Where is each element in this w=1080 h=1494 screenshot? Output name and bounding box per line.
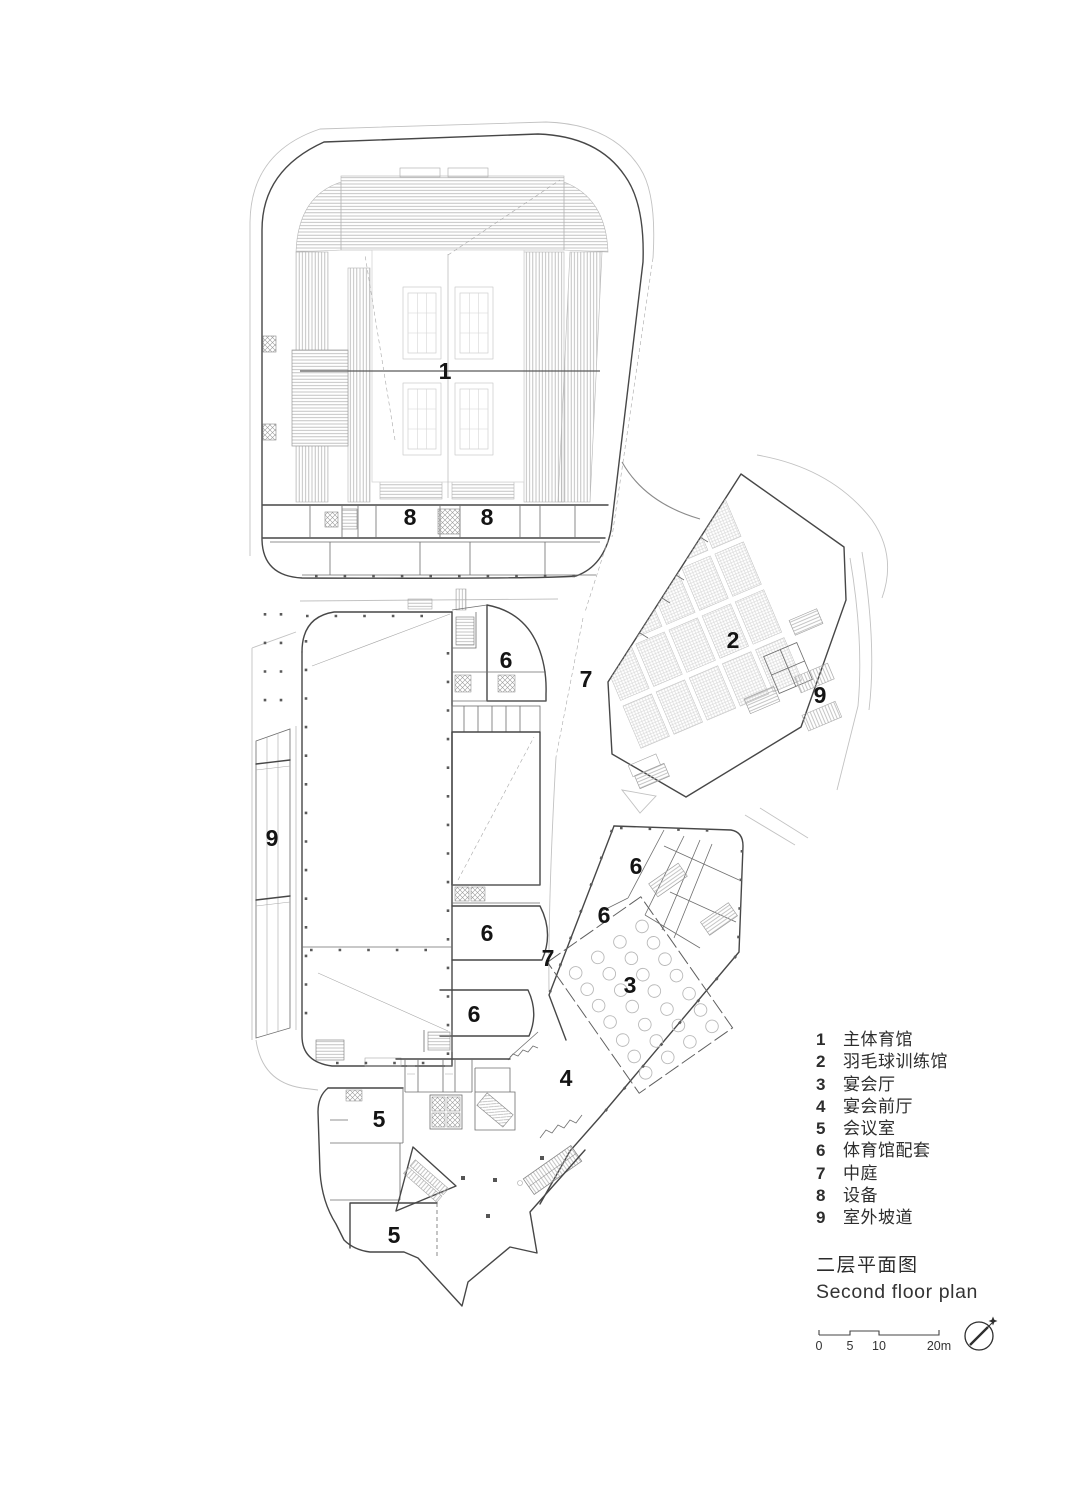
- scale-bar: 0 5 10 20m: [816, 1330, 951, 1353]
- scale-tick-0: 0: [816, 1339, 823, 1353]
- legend-item-9: 9 室外坡道: [816, 1207, 948, 1229]
- legend-num: 6: [816, 1141, 826, 1161]
- equipment-band: [262, 504, 609, 578]
- banquet-tables: [568, 919, 719, 1080]
- training-hall-building: [607, 473, 847, 798]
- plan-label-atrium-north: 7: [580, 666, 593, 692]
- west-hall-building: [301, 604, 549, 1067]
- legend-num: 8: [816, 1186, 826, 1206]
- legend-num: 3: [816, 1074, 826, 1094]
- plan-label-support-mid: 6: [481, 920, 494, 946]
- legend-num: 7: [816, 1163, 826, 1183]
- plan-label-meeting-south: 5: [388, 1222, 401, 1248]
- legend-label: 设备: [843, 1186, 878, 1206]
- legend-item-6: 6 体育馆配套: [816, 1140, 948, 1162]
- legend-item-1: 1 主体育馆: [816, 1029, 948, 1051]
- main-stadium: [261, 133, 644, 611]
- scale-bar-line: [818, 1330, 940, 1336]
- legend-num: 1: [816, 1030, 826, 1049]
- west-ramp: [255, 613, 291, 1039]
- legend-label: 室外坡道: [843, 1208, 913, 1228]
- atrium: [555, 539, 609, 758]
- legend-label: 宴会前厅: [843, 1096, 913, 1116]
- court-markings: [300, 179, 600, 498]
- legend-label: 体育馆配套: [843, 1141, 931, 1161]
- legend-item-5: 5 会议室: [816, 1118, 948, 1140]
- plan-label-banquet-hall: 3: [624, 972, 637, 998]
- title-block: 二层平面图 Second floor plan: [816, 1252, 978, 1306]
- plan-label-equipment-west: 8: [404, 504, 417, 530]
- scale-tick-5: 5: [847, 1339, 854, 1353]
- legend-item-7: 7 中庭: [816, 1163, 948, 1185]
- plan-label-support-low: 6: [468, 1001, 481, 1027]
- badminton-courts: [608, 493, 803, 749]
- site-boundary: [249, 121, 889, 1091]
- plan-label-atrium-south: 7: [542, 945, 555, 971]
- legend-label: 宴会厅: [843, 1074, 896, 1094]
- legend-label: 主体育馆: [843, 1030, 913, 1049]
- legend-num: 2: [816, 1052, 826, 1072]
- plan-label-support-banquet-b: 6: [598, 902, 611, 928]
- legend-num: 4: [816, 1096, 826, 1116]
- legend-label: 羽毛球训练馆: [843, 1052, 948, 1072]
- legend: 1 主体育馆 2 羽毛球训练馆 3 宴会厅 4 宴会前厅 5 会议室 6 体育馆…: [816, 1029, 948, 1230]
- plan-label-ramp-west: 9: [266, 825, 279, 851]
- plan-label-ramp-east: 9: [814, 682, 827, 708]
- north-star: [988, 1316, 998, 1326]
- plan-label-equipment-east: 8: [481, 504, 494, 530]
- plan-labels: 1 8 8 6 7 2 9 9 6 6 6 7 3 6 4 5 5: [266, 358, 827, 1248]
- east-ramp: [794, 662, 843, 732]
- plan-label-training-hall: 2: [727, 627, 740, 653]
- legend-item-4: 4 宴会前厅: [816, 1096, 948, 1118]
- plan-label-main-arena: 1: [439, 358, 452, 384]
- triangle-escalators: [403, 1159, 449, 1203]
- south-meeting-building: [317, 1030, 586, 1307]
- plan-label-support-banquet-a: 6: [630, 853, 643, 879]
- plan-title-en: Second floor plan: [816, 1281, 978, 1303]
- north-compass-icon: [964, 1316, 998, 1351]
- legend-item-3: 3 宴会厅: [816, 1074, 948, 1096]
- scale-tick-20m: 20m: [927, 1339, 951, 1353]
- legend-item-8: 8 设备: [816, 1185, 948, 1207]
- plan-label-banquet-foyer: 4: [560, 1065, 573, 1091]
- legend-item-2: 2 羽毛球训练馆: [816, 1051, 948, 1073]
- foyer-escalator: [522, 1145, 583, 1195]
- scale-tick-10: 10: [872, 1339, 886, 1353]
- plan-label-meeting-north: 5: [373, 1106, 386, 1132]
- legend-label: 会议室: [843, 1119, 896, 1139]
- plan-label-support-north: 6: [500, 647, 513, 673]
- legend-label: 中庭: [843, 1163, 878, 1183]
- plan-title-zh: 二层平面图: [816, 1255, 919, 1276]
- legend-num: 5: [816, 1119, 826, 1139]
- banquet-building: [507, 825, 744, 1205]
- legend-num: 9: [816, 1208, 826, 1228]
